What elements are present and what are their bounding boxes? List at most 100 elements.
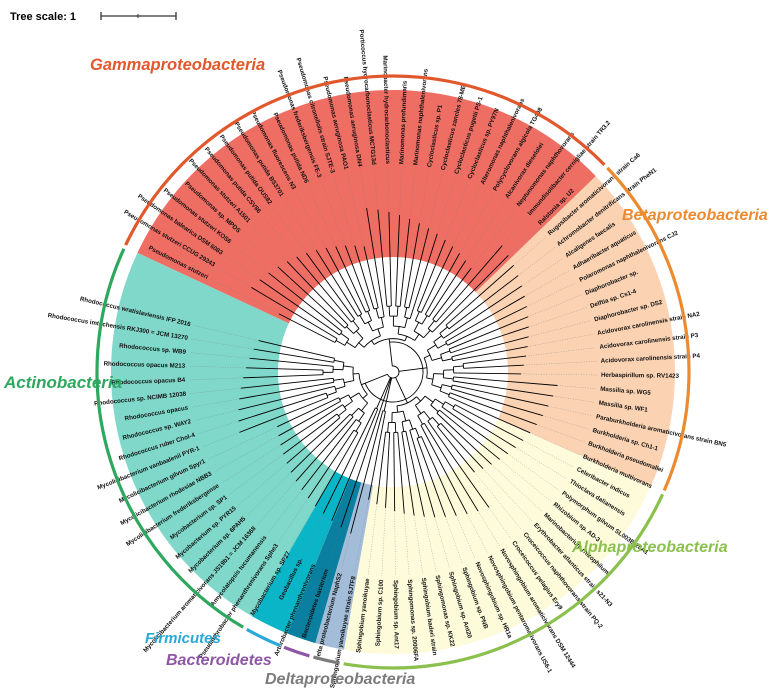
tree-branch: [344, 380, 355, 384]
tree-branch: [301, 419, 357, 491]
tree-branch: [404, 223, 420, 308]
tree-branch: [278, 313, 336, 343]
tree-branch: [463, 355, 527, 365]
leaf-dot-line: [526, 347, 596, 357]
tree-branch: [454, 404, 524, 441]
tree-branch: [443, 285, 523, 339]
leaf-label: Marinobacter hydrocarbonoclasticus: [381, 55, 391, 164]
tree-branch: [246, 367, 324, 371]
tree-branch-arc: [445, 324, 450, 330]
leaf-dot-line: [409, 169, 416, 219]
tree-branch: [335, 340, 346, 346]
tree-branch: [340, 400, 384, 528]
leaf-dot-line: [445, 182, 469, 241]
leaf-dot-line: [302, 513, 324, 556]
tree-branch-arc: [415, 320, 423, 325]
tree-branch: [443, 377, 454, 380]
leaf-dot-line: [247, 472, 292, 516]
tree-branch: [449, 392, 537, 425]
tree-branch: [258, 340, 335, 359]
tree-branch: [268, 272, 343, 332]
tree-branch: [416, 396, 421, 402]
leaf-dot-line: [553, 395, 595, 403]
tree-branch: [296, 256, 352, 323]
clade-sector-actino: [110, 252, 336, 617]
leaf-dot-line: [477, 510, 500, 547]
tree-scale-legend: Tree scale: 1: [10, 11, 177, 23]
tree-branch-arc: [352, 367, 355, 381]
leaf-dot-line: [267, 489, 302, 534]
leaf-dot-line: [208, 426, 278, 460]
tree-branch: [450, 326, 529, 354]
tree-branch-arc: [432, 318, 437, 323]
tree-branch-arc: [333, 358, 336, 363]
leaf-dot-line: [261, 215, 297, 258]
tree-branch: [240, 377, 334, 389]
tree-branch: [427, 320, 435, 329]
tree-branch: [346, 341, 356, 348]
tree-branch: [359, 315, 366, 325]
tree-branch: [358, 342, 365, 348]
tree-branch: [422, 367, 428, 369]
tree-branch-arc: [420, 422, 425, 426]
tree-branch-arc: [353, 328, 360, 334]
leaf-label: Sphingobium sp. Ant17: [392, 580, 400, 650]
tree-branch-arc: [342, 362, 345, 370]
leaf-dot-line: [189, 377, 244, 381]
tree-branch: [333, 378, 344, 381]
leaf-dot-line: [456, 515, 476, 559]
leaf-dot-line: [257, 481, 297, 525]
tree-branch: [420, 425, 468, 514]
leaf-dot-line: [528, 307, 587, 328]
tree-branch: [453, 376, 558, 386]
tree-branch: [463, 364, 524, 369]
tree-branch: [423, 354, 431, 359]
tree-branch: [350, 392, 360, 399]
clade-sector-beta: [475, 176, 675, 487]
clade-label-deltaproteobacteria: Deltaproteobacteria: [265, 671, 415, 688]
leaf-dot-line: [536, 424, 585, 443]
clade-label-gammaproteobacteria: Gammaproteobacteria: [90, 56, 265, 74]
tree-branch-arc: [344, 324, 349, 329]
leaf-dot-line: [192, 398, 240, 408]
tree-branch-arc: [436, 422, 442, 427]
tree-branch: [441, 406, 509, 455]
leaf-dot-line: [528, 294, 582, 317]
leaf-dot-line: [474, 471, 522, 531]
tree-branch-arc: [433, 341, 439, 349]
tree-branch: [385, 377, 393, 402]
tree-branch: [442, 358, 453, 362]
tree-branch: [408, 419, 414, 430]
tree-branch: [448, 275, 519, 330]
leaf-label: Rhodococcus opacus B4: [111, 377, 186, 387]
tree-branch: [420, 246, 454, 313]
leaf-dot-line: [346, 173, 365, 247]
tree-branch-arc: [349, 413, 354, 418]
tree-branch: [335, 385, 346, 390]
tree-branch: [367, 311, 372, 321]
leaf-dot-line: [238, 463, 287, 506]
tree-branch: [404, 307, 408, 318]
tree-branch: [383, 401, 387, 412]
tree-branch-arc: [358, 392, 369, 404]
tree-branch: [401, 431, 415, 516]
tree-branch: [355, 422, 362, 432]
tree-branch: [375, 308, 380, 319]
tree-branch: [447, 306, 528, 346]
tree-branch: [399, 218, 411, 307]
leaf-dot-line: [530, 432, 580, 455]
tree-branch: [452, 346, 528, 362]
leaf-dot-line: [333, 176, 355, 246]
clade-sector-bacter: [287, 478, 362, 644]
leaf-dot-line: [526, 282, 577, 307]
tree-branch: [445, 265, 514, 326]
tree-branch: [354, 245, 375, 310]
leaf-dot-line: [520, 373, 597, 376]
leaf-dot-line: [189, 352, 250, 359]
tree-branch: [277, 397, 339, 428]
tree-branch-arc: [378, 316, 385, 319]
leaf-dot-line: [327, 527, 342, 566]
tree-branch: [239, 381, 334, 400]
tree-branch: [365, 373, 388, 384]
tree-branch-arc: [372, 326, 384, 332]
